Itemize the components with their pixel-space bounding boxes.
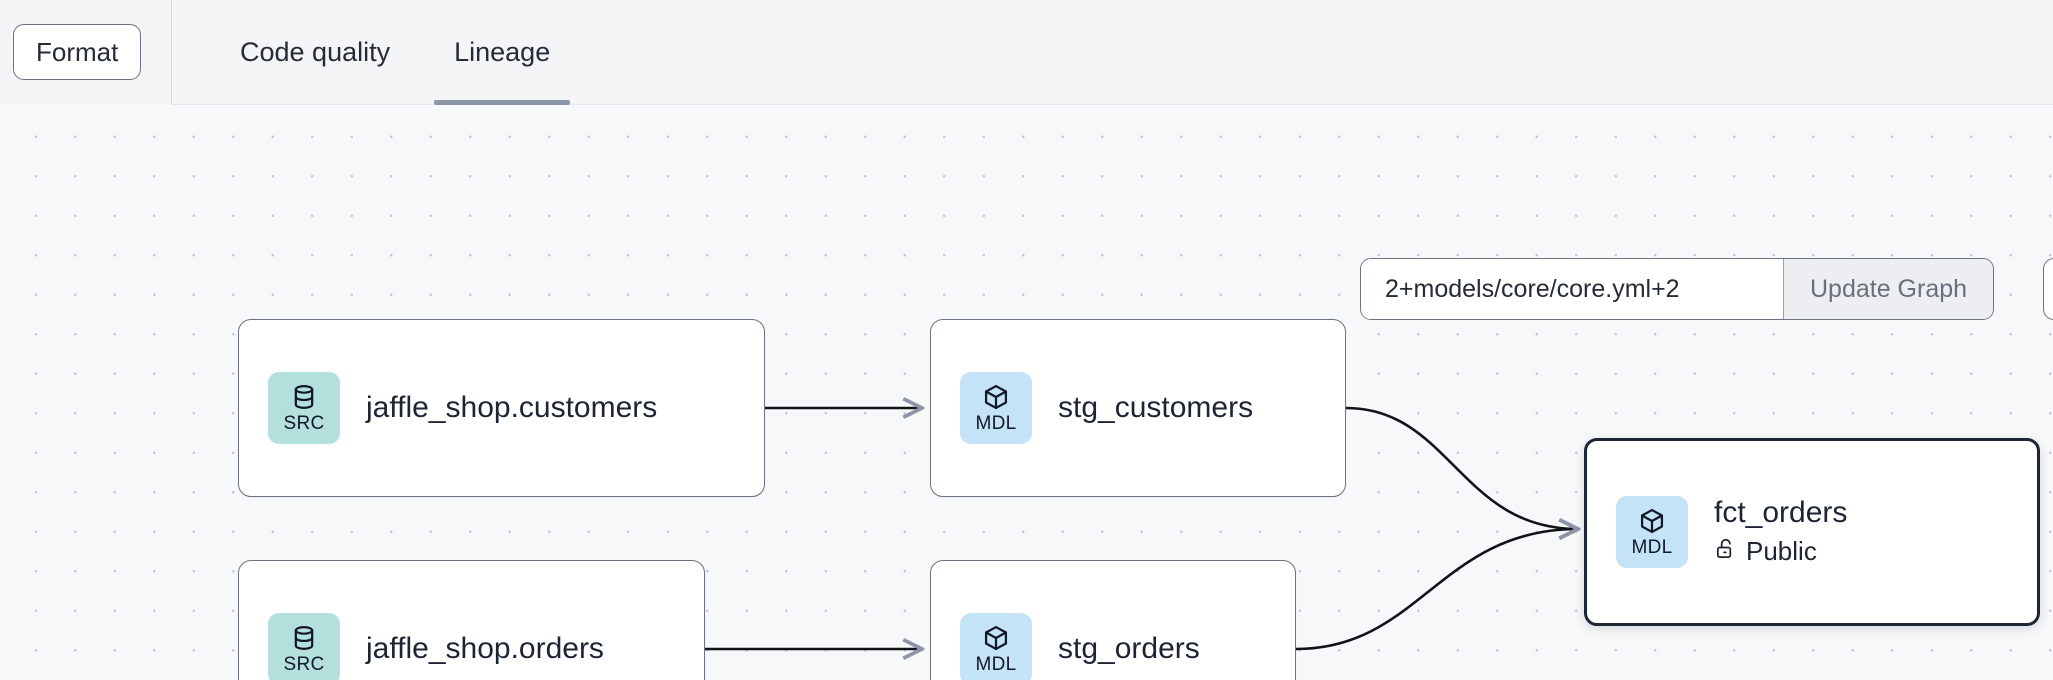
database-icon: SRC bbox=[268, 372, 340, 444]
badge-type-label: SRC bbox=[283, 654, 325, 675]
format-button[interactable]: Format bbox=[13, 24, 142, 80]
node-access-label: Public bbox=[1746, 536, 1817, 567]
badge-type-label: MDL bbox=[975, 654, 1017, 675]
tab-bar: Code quality Lineage bbox=[172, 0, 571, 105]
offscreen-control[interactable] bbox=[2043, 258, 2053, 320]
graph-selector-control[interactable]: Update Graph bbox=[1360, 258, 1995, 320]
cube-icon: MDL bbox=[960, 613, 1032, 680]
node-access: Public bbox=[1714, 536, 1847, 568]
graph-selector-input[interactable] bbox=[1361, 259, 1783, 319]
node-title: stg_customers bbox=[1058, 390, 1254, 424]
lineage-node-stg-customers[interactable]: MDL stg_customers bbox=[930, 319, 1346, 497]
lineage-node-fct-orders[interactable]: MDL fct_orders Public bbox=[1584, 438, 2040, 626]
lineage-node-src-orders[interactable]: SRC jaffle_shop.orders bbox=[238, 560, 705, 680]
node-title: jaffle_shop.customers bbox=[366, 390, 658, 424]
cube-icon: MDL bbox=[1616, 496, 1688, 568]
tab-lineage[interactable]: Lineage bbox=[434, 0, 571, 105]
edge-stg-orders-to-fct-orders bbox=[1295, 529, 1578, 651]
unlock-icon bbox=[1714, 536, 1737, 568]
update-graph-button[interactable]: Update Graph bbox=[1783, 259, 1994, 319]
node-body: jaffle_shop.customers bbox=[366, 391, 657, 426]
database-icon: SRC bbox=[268, 613, 340, 680]
edge-stg-customers-to-fct-orders bbox=[1345, 406, 1578, 529]
lineage-node-stg-orders[interactable]: MDL stg_orders bbox=[930, 560, 1296, 680]
node-body: stg_customers bbox=[1058, 391, 1253, 426]
badge-type-label: MDL bbox=[975, 413, 1017, 434]
node-body: fct_orders Public bbox=[1714, 496, 1847, 568]
lineage-canvas[interactable]: SRC jaffle_shop.customers SRC jaffle_sho… bbox=[0, 105, 2053, 680]
cube-icon: MDL bbox=[960, 372, 1032, 444]
toolbar-left-section: Format bbox=[0, 0, 172, 105]
node-body: jaffle_shop.orders bbox=[366, 632, 604, 667]
lineage-node-src-customers[interactable]: SRC jaffle_shop.customers bbox=[238, 319, 765, 497]
tab-code-quality[interactable]: Code quality bbox=[234, 0, 396, 105]
node-title: stg_orders bbox=[1058, 631, 1200, 665]
top-toolbar: Format Code quality Lineage bbox=[0, 0, 2053, 105]
badge-type-label: SRC bbox=[283, 413, 325, 434]
badge-type-label: MDL bbox=[1631, 537, 1673, 558]
tab-code-quality-label: Code quality bbox=[240, 36, 391, 67]
tab-lineage-label: Lineage bbox=[454, 36, 551, 67]
node-body: stg_orders bbox=[1058, 632, 1200, 667]
node-title: jaffle_shop.orders bbox=[366, 631, 604, 665]
node-title: fct_orders bbox=[1714, 496, 1848, 530]
